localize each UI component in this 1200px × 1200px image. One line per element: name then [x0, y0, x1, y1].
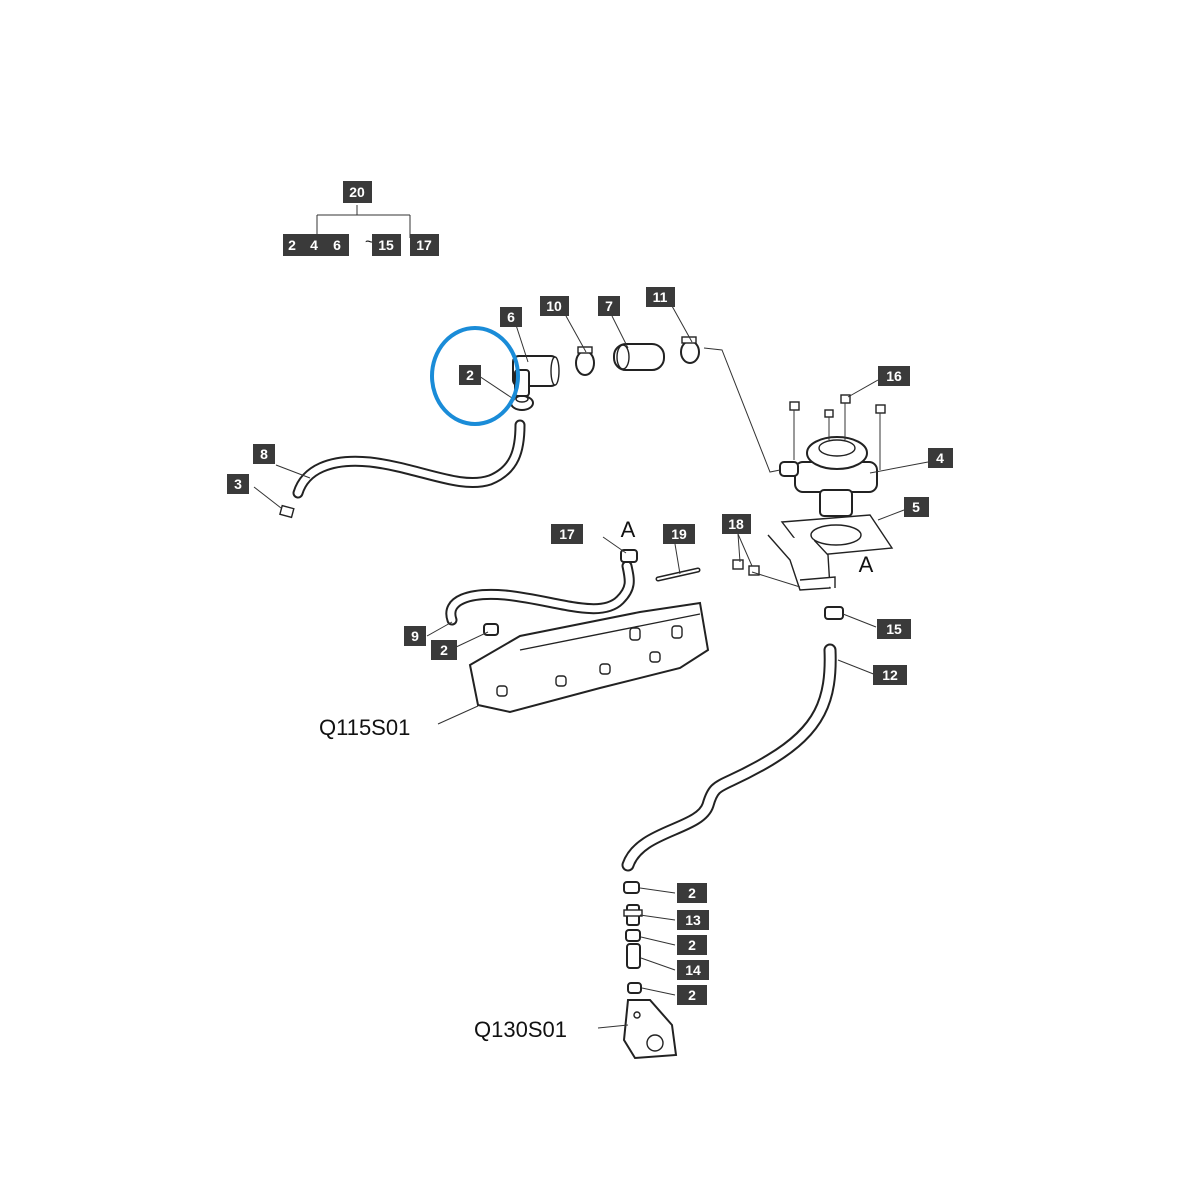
clamp-2-c	[627, 982, 642, 994]
svg-text:2: 2	[440, 642, 448, 658]
svg-text:18: 18	[728, 516, 744, 532]
svg-text:17: 17	[559, 526, 575, 542]
callout-17[interactable]: 17	[551, 524, 583, 544]
leader-lines	[253, 305, 929, 1029]
callout-13[interactable]: 13	[677, 910, 709, 930]
dipstick-19	[655, 567, 701, 582]
hose-12	[621, 643, 837, 872]
plug-3	[279, 504, 295, 519]
svg-text:12: 12	[882, 667, 898, 683]
hose-9	[445, 560, 635, 626]
callout-9[interactable]: 9	[404, 626, 426, 646]
svg-text:3: 3	[234, 476, 242, 492]
hose-14	[626, 943, 641, 969]
tree-child-4[interactable]: 4	[310, 237, 318, 253]
tree-child-6[interactable]: 6	[333, 237, 341, 253]
svg-text:19: 19	[671, 526, 687, 542]
svg-text:13: 13	[685, 912, 701, 928]
callout-6[interactable]: 6	[500, 307, 522, 327]
callout-16[interactable]: 16	[878, 366, 910, 386]
callout-15[interactable]: 15	[877, 619, 911, 639]
hose-8	[292, 419, 526, 499]
clamp-17	[620, 549, 638, 563]
svg-text:2: 2	[688, 937, 696, 953]
callout-2-b[interactable]: 2	[677, 935, 707, 955]
bolts-16	[789, 394, 886, 470]
callout-5[interactable]: 5	[904, 497, 929, 517]
tree-child-2[interactable]: 2	[288, 237, 296, 253]
svg-text:2: 2	[466, 367, 474, 383]
clamp-2-a	[623, 881, 640, 894]
bolts-18	[732, 559, 760, 576]
callout-19[interactable]: 19	[663, 524, 695, 544]
svg-text:4: 4	[936, 450, 944, 466]
ref-gear-case-label[interactable]: Q130S01	[474, 1017, 567, 1042]
callout-7[interactable]: 7	[598, 296, 620, 316]
elbow-6	[512, 355, 560, 397]
svg-text:2: 2	[688, 987, 696, 1003]
ref-valve-cover-label[interactable]: Q115S01	[319, 715, 410, 740]
callout-8[interactable]: 8	[253, 444, 275, 464]
svg-text:8: 8	[260, 446, 268, 462]
marker-a-top: A	[621, 517, 636, 542]
marker-a-bracket: A	[859, 552, 874, 577]
hose-7	[613, 343, 665, 371]
svg-text:7: 7	[605, 298, 613, 314]
bracket-18	[767, 534, 836, 591]
callout-3[interactable]: 3	[227, 474, 249, 494]
clamp-15	[824, 606, 844, 620]
callout-12[interactable]: 12	[873, 665, 907, 685]
callout-2-mid[interactable]: 2	[431, 640, 457, 660]
svg-text:9: 9	[411, 628, 419, 644]
tree-child-15[interactable]: 15	[372, 234, 401, 256]
svg-text:15: 15	[886, 621, 902, 637]
callout-2-c[interactable]: 2	[677, 985, 707, 1005]
tree-child-17[interactable]: 17	[410, 234, 439, 256]
callout-11[interactable]: 11	[646, 287, 675, 307]
tree-range-tilde: ~	[365, 234, 374, 251]
svg-text:16: 16	[886, 368, 902, 384]
svg-text:5: 5	[912, 499, 920, 515]
svg-text:20: 20	[349, 184, 365, 200]
svg-text:14: 14	[685, 962, 701, 978]
tree-parent-callout[interactable]: 20	[343, 181, 372, 203]
breather-4	[779, 436, 878, 517]
tree-children-group: 2 4 6	[283, 234, 349, 256]
svg-text:6: 6	[507, 309, 515, 325]
svg-text:11: 11	[653, 289, 668, 305]
callout-10[interactable]: 10	[540, 296, 569, 316]
valve-cover	[468, 601, 710, 714]
svg-text:2: 2	[688, 885, 696, 901]
callout-2-top[interactable]: 2	[459, 365, 481, 385]
callout-14[interactable]: 14	[677, 960, 709, 980]
callout-18[interactable]: 18	[722, 514, 751, 534]
fitting-13	[623, 904, 643, 926]
gear-case	[622, 999, 678, 1060]
callout-2-a[interactable]: 2	[677, 883, 707, 903]
svg-text:15: 15	[378, 237, 394, 253]
assembly-tree: 20 2 4 6 ~ 15 17	[283, 181, 439, 256]
svg-text:10: 10	[546, 298, 562, 314]
clamp-2-b	[625, 929, 641, 942]
svg-text:17: 17	[416, 237, 432, 253]
clamp-11	[680, 336, 700, 364]
highlight-ring	[430, 326, 520, 426]
callout-4[interactable]: 4	[928, 448, 953, 468]
